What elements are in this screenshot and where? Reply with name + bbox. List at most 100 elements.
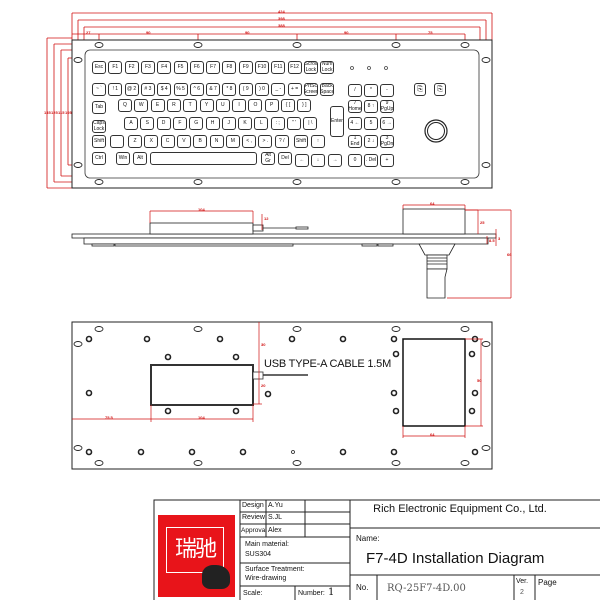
page-label: Page xyxy=(538,578,557,587)
key-12: F12 xyxy=(287,61,302,74)
mounting-holes xyxy=(73,42,491,185)
title-block-frame xyxy=(153,499,600,600)
ver-label: Ver. xyxy=(516,578,529,585)
dim-height-1: 135 xyxy=(44,110,51,115)
dim-height-2: 125 xyxy=(51,110,58,115)
key-0: Esc xyxy=(92,61,106,74)
key-row2-8: O xyxy=(248,99,263,112)
key-row4-5: N xyxy=(209,135,224,148)
usb-cable-label: USB TYPE-A CABLE 1.5M xyxy=(264,358,392,370)
key-5: F5 xyxy=(173,61,188,74)
key-row2-7: I xyxy=(232,99,247,112)
key-row4-7: < , xyxy=(242,135,257,148)
key-tab: Tab xyxy=(92,101,106,114)
surface-label: Surface Treatment: xyxy=(245,566,305,573)
key-up: ↑ xyxy=(311,135,325,148)
key-enter: Enter xyxy=(330,106,344,137)
dim-width-3: 388 xyxy=(278,23,285,28)
key-row4-4: B xyxy=(193,135,208,148)
key-13: Scroll Lock xyxy=(303,61,318,74)
key-right: → xyxy=(328,154,342,167)
number-label: Number: xyxy=(298,590,325,597)
dim-hole-5: 75 xyxy=(428,30,433,35)
dim-hole-3: 90 xyxy=(245,30,250,35)
bottom-dimensions xyxy=(72,322,483,438)
material-label: Main material: xyxy=(245,541,289,548)
key-8: F8 xyxy=(222,61,237,74)
design-value: A.Yu xyxy=(268,502,283,509)
drawing-number: RQ-25F7-4D.00 xyxy=(387,583,466,594)
review-value: S.JL xyxy=(268,514,283,521)
key-ctrl: Ctrl xyxy=(92,152,106,165)
numpad-key-5: 9 PgUp xyxy=(380,100,394,113)
key-row4-9: ? / xyxy=(274,135,289,148)
key-row2-10: { [ xyxy=(281,99,295,112)
key-num-2: @ 2 xyxy=(124,83,139,96)
key-row2-9: P xyxy=(264,99,279,112)
numpad-key-12: 0 xyxy=(348,154,362,167)
key-alt: Alt xyxy=(133,152,147,165)
ver-value: 2 xyxy=(520,589,524,596)
number-value: 1 xyxy=(328,587,335,598)
key-caps: Caps Lock xyxy=(92,120,106,133)
key-1: F1 xyxy=(108,61,123,74)
dim-cable-h: 12 xyxy=(264,216,269,221)
mouse-left-button-icon: ⎘ xyxy=(414,83,426,96)
dim-module-h1: 30 xyxy=(261,342,266,347)
dim-offset-left: 75.5 xyxy=(105,415,113,420)
numpad-key-6: 4 ← xyxy=(348,117,362,130)
material-value: SUS304 xyxy=(245,551,272,558)
key-row2-3: R xyxy=(166,99,181,112)
key-row3-3: F xyxy=(172,117,187,130)
bottom-view xyxy=(71,321,493,470)
key-num-4: $ 4 xyxy=(157,83,172,96)
scale-label: Scale: xyxy=(243,590,263,597)
surface-value: Wire-drawing xyxy=(245,575,287,582)
key-num-14: Back Space xyxy=(320,83,335,96)
key-row4-2: C xyxy=(160,135,175,148)
key-4: F4 xyxy=(157,61,172,74)
side-dimensions xyxy=(149,204,512,299)
key-del: Del xyxy=(278,152,292,165)
company-name: Rich Electronic Equipment Co., Ltd. xyxy=(373,503,547,515)
dim-height-3: 115 xyxy=(58,110,65,115)
dim-hole-4: 90 xyxy=(344,30,349,35)
side-view xyxy=(71,208,497,299)
mouse-right-button-icon: ⎘ xyxy=(434,83,446,96)
key-row3-11: | \ xyxy=(303,117,318,130)
key-row3-4: G xyxy=(189,117,204,130)
key-row3-2: D xyxy=(156,117,171,130)
numpad-key-11: 3 PgDn xyxy=(380,135,394,148)
key-num-7: & 7 xyxy=(206,83,221,96)
key-altgr: Alt Gr xyxy=(261,152,275,165)
key-num-6: ^ 6 xyxy=(189,83,204,96)
numpad-key-1: * xyxy=(364,84,378,97)
numpad-key-4: 8 ↑ xyxy=(364,100,378,113)
key-num-3: # 3 xyxy=(140,83,155,96)
dim-bottom-trackball-h: 50 xyxy=(477,378,482,383)
key-num-10: ) 0 xyxy=(255,83,269,96)
key-row3-9: : ; xyxy=(270,117,285,130)
dim-trackball-width: 64 xyxy=(430,201,435,206)
key-row2-5: Y xyxy=(199,99,214,112)
dim-module-width: 104 xyxy=(198,207,205,212)
numpad-key-3: 7 Home xyxy=(348,100,362,113)
key-row4-0: Z xyxy=(128,135,142,148)
indicator-leds xyxy=(350,66,388,70)
key-space xyxy=(150,152,257,165)
numpad-key-0: / xyxy=(348,84,362,97)
key-win: Win xyxy=(116,152,130,165)
dim-total-depth: 66 xyxy=(507,252,512,257)
key-row2-2: E xyxy=(150,99,165,112)
key-shift-left: Shift xyxy=(92,135,106,148)
numpad-key-10: 2 ↓ xyxy=(364,135,378,148)
trackball-icon xyxy=(424,119,448,143)
key-row2-0: Q xyxy=(118,99,132,112)
key-shift-right: Shift xyxy=(294,135,308,148)
key-num-5: % 5 xyxy=(173,83,188,96)
bottom-holes xyxy=(73,326,491,466)
key-row3-7: K xyxy=(238,117,253,130)
dim-gap: 8.5 xyxy=(489,238,495,243)
key-6: F6 xyxy=(189,61,204,74)
logo-seal: 瑞驰 xyxy=(166,527,224,573)
